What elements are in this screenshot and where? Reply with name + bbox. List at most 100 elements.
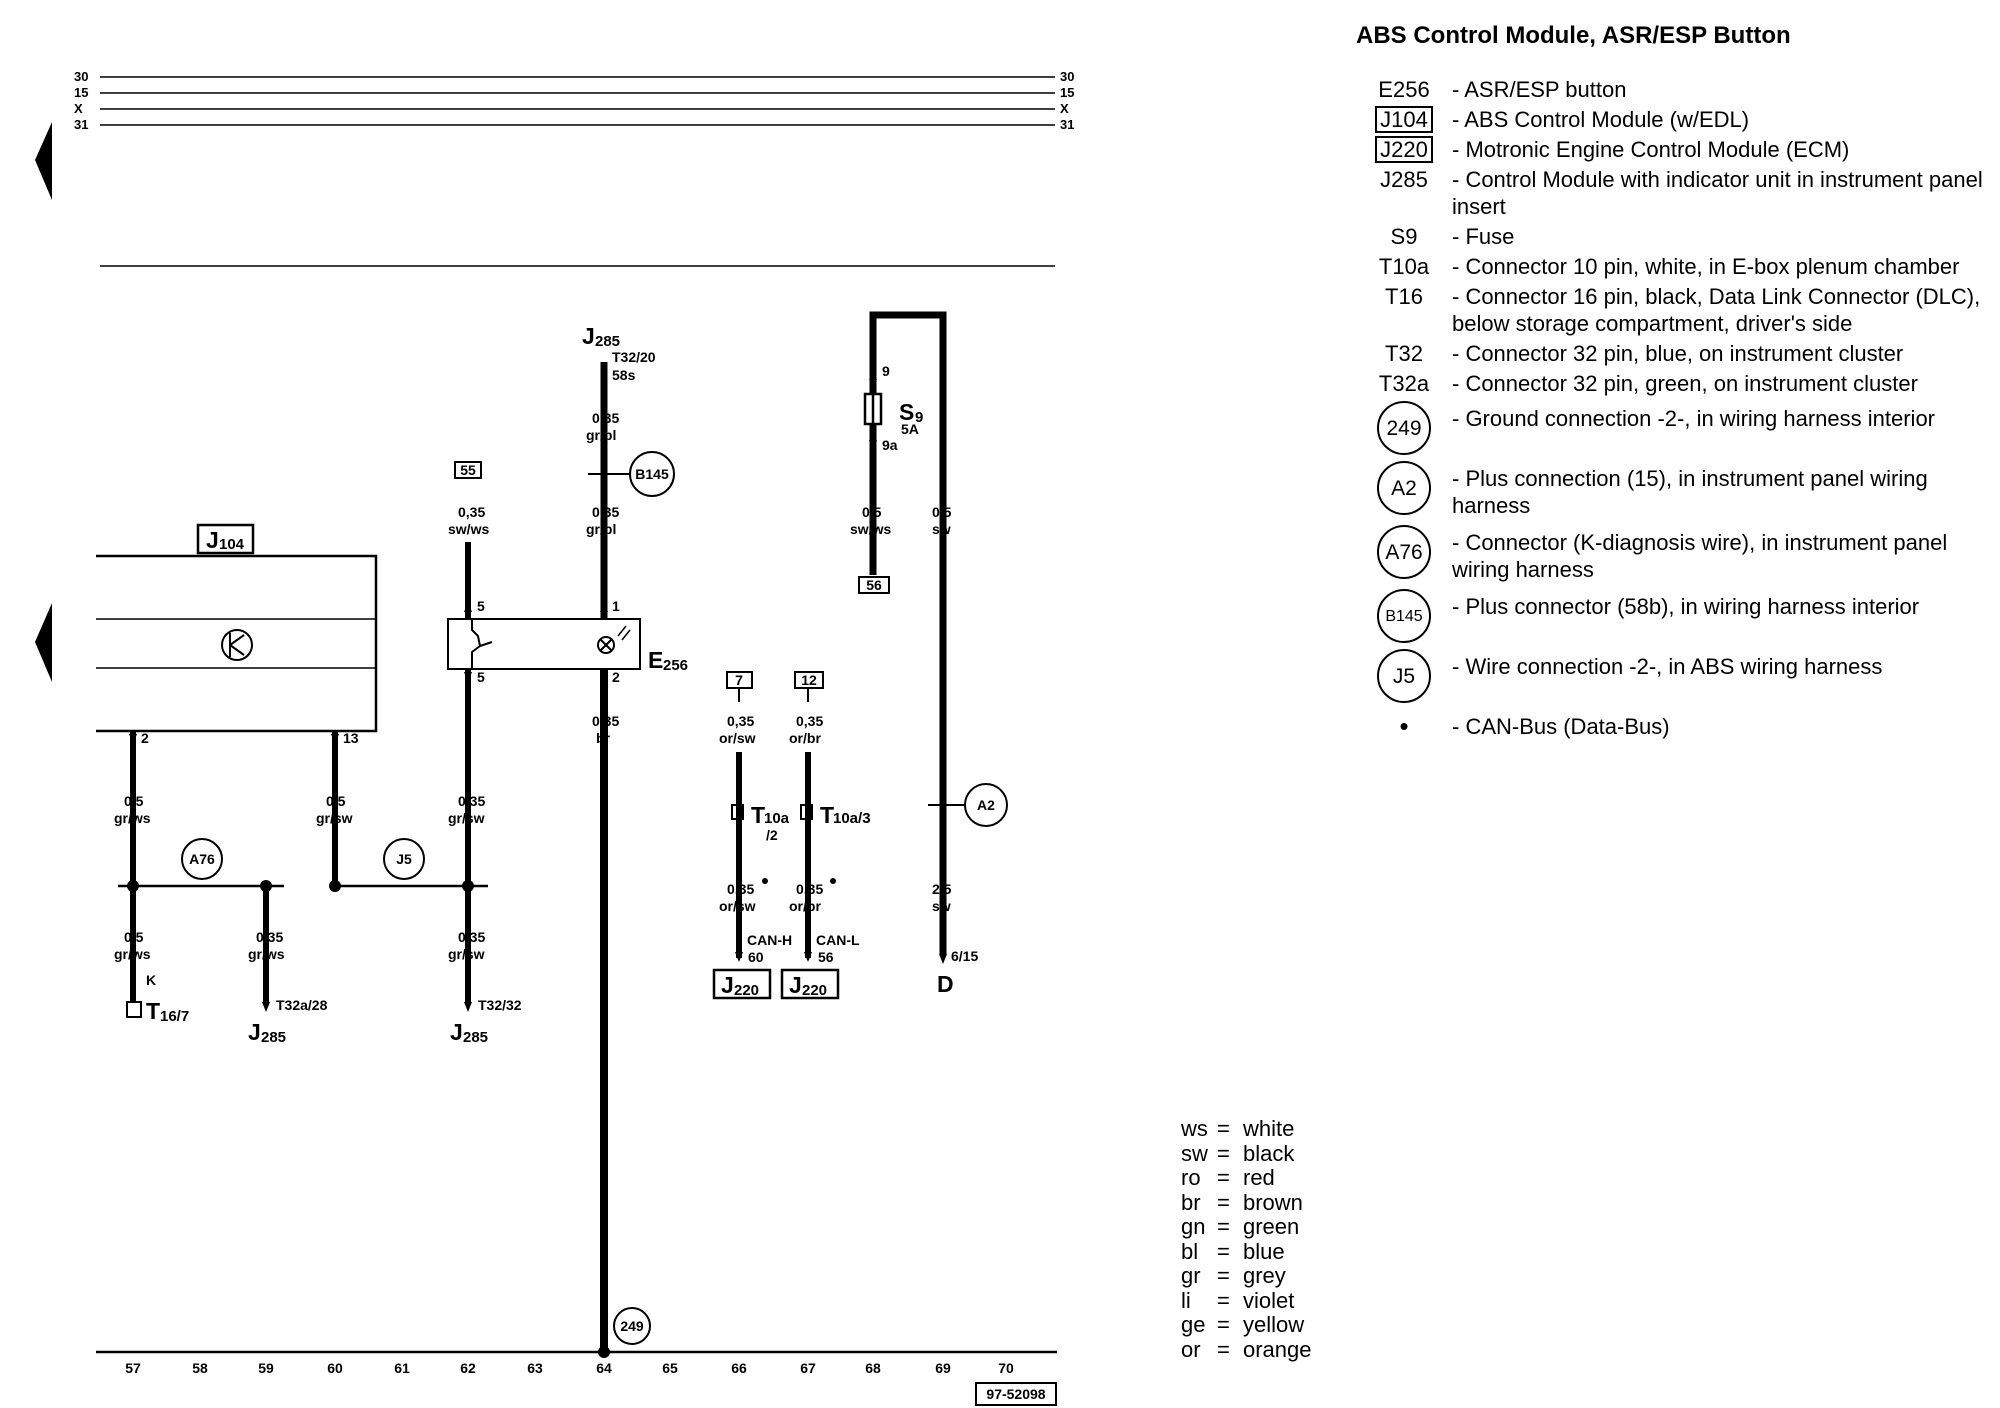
- svg-text:9: 9: [915, 409, 923, 426]
- svg-text:T32/32: T32/32: [478, 997, 522, 1013]
- svg-text:0,35: 0,35: [592, 410, 619, 426]
- legend-description: - Wire connection -2-, in ABS wiring har…: [1452, 654, 1883, 679]
- column-number: 57: [125, 1360, 141, 1376]
- color-name: orange: [1243, 1336, 1312, 1362]
- svg-text:9: 9: [882, 363, 890, 379]
- color-key-row: gr=grey: [1181, 1263, 1312, 1289]
- svg-text:7: 7: [735, 672, 743, 688]
- svg-text:2: 2: [612, 669, 620, 685]
- svg-text:A2: A2: [977, 797, 995, 813]
- equals-sign: =: [1217, 1238, 1230, 1264]
- svg-text:CAN-H: CAN-H: [747, 932, 792, 948]
- svg-text:D: D: [937, 971, 954, 997]
- legend-code-text: J5: [1377, 649, 1431, 703]
- svg-text:gr/ws: gr/ws: [114, 946, 151, 962]
- color-code: ge: [1181, 1312, 1206, 1337]
- column-number: 65: [662, 1360, 678, 1376]
- svg-text:10a/3: 10a/3: [833, 810, 871, 827]
- svg-text:J5: J5: [396, 851, 412, 867]
- svg-text:or/sw: or/sw: [719, 730, 756, 746]
- svg-text:sw/ws: sw/ws: [448, 521, 489, 537]
- svg-text:56: 56: [818, 949, 834, 965]
- legend-code-text: E256: [1378, 77, 1430, 102]
- legend-code-text: J285: [1380, 167, 1428, 192]
- svg-text:gr/sw: gr/sw: [448, 810, 485, 826]
- legend-item: T32- Connector 32 pin, blue, on instrume…: [1356, 340, 1986, 367]
- svg-text:0,35: 0,35: [727, 713, 754, 729]
- ref-number-box: [975, 1382, 1057, 1406]
- legend-description: - Motronic Engine Control Module (ECM): [1452, 137, 1850, 162]
- rail-label: 15: [1060, 85, 1074, 100]
- rail-label: X: [1060, 101, 1069, 116]
- svg-text:J: J: [248, 1019, 261, 1045]
- svg-text:10a: 10a: [764, 810, 790, 827]
- color-code: br: [1181, 1189, 1201, 1215]
- continuation-arrow-icon: [35, 122, 52, 200]
- column-number: 67: [800, 1360, 816, 1376]
- svg-text:5A: 5A: [901, 421, 919, 437]
- legend-code-text: 249: [1377, 401, 1431, 455]
- legend-code-text: T32a: [1378, 371, 1430, 396]
- color-code: gr: [1181, 1263, 1201, 1288]
- color-name: red: [1243, 1165, 1275, 1190]
- legend-description: - Ground connection -2-, in wiring harne…: [1452, 406, 1936, 431]
- color-key-row: bl=blue: [1181, 1238, 1312, 1265]
- component-legend: ABS Control Module, ASR/ESP Button E256-…: [1356, 22, 1986, 743]
- switch-icon: [471, 619, 482, 669]
- legend-item: T32a - Connector 32 pin, green, on instru…: [1356, 370, 1986, 397]
- a2-connection-icon: [964, 783, 1008, 827]
- legend-description: - Fuse: [1452, 224, 1515, 249]
- legend-code: A2: [1356, 461, 1452, 515]
- svg-text:0,35: 0,35: [592, 713, 619, 729]
- svg-text:220: 220: [734, 982, 759, 999]
- svg-text:J: J: [450, 1019, 463, 1045]
- legend-code-text: T16: [1385, 284, 1423, 309]
- svg-text:60: 60: [748, 949, 764, 965]
- color-name: green: [1243, 1214, 1300, 1239]
- column-number: 59: [258, 1360, 274, 1376]
- legend-item: •- CAN-Bus (Data-Bus): [1356, 713, 1986, 740]
- continuation-arrow-icon: [35, 603, 52, 682]
- connector-icon: [800, 804, 813, 820]
- color-key-row: li=violet: [1181, 1288, 1312, 1314]
- svg-text:gr/bl: gr/bl: [586, 427, 616, 443]
- legend-code-text: S9: [1390, 224, 1418, 249]
- svg-text:CAN-L: CAN-L: [816, 932, 860, 948]
- svg-text:T: T: [751, 802, 765, 828]
- color-name: black: [1243, 1140, 1295, 1166]
- legend-code: B145: [1356, 589, 1452, 643]
- color-key-row: ro=red: [1181, 1165, 1312, 1191]
- svg-text:249: 249: [620, 1318, 644, 1334]
- rail-label: 15: [74, 85, 88, 100]
- page-title: ABS Control Module, ASR/ESP Button: [1356, 22, 1791, 49]
- legend-item: J104- ABS Control Module (w/EDL): [1356, 106, 1986, 133]
- column-number: 62: [460, 1360, 476, 1376]
- svg-text:T: T: [820, 802, 834, 828]
- legend-description: - Connector 32 pin, green, on instrument…: [1452, 371, 1918, 396]
- svg-text:J: J: [206, 527, 219, 553]
- svg-text:sw: sw: [932, 521, 951, 537]
- legend-item: J285 - Control Module with indicator unit…: [1356, 166, 1986, 220]
- legend-item: J220- Motronic Engine Control Module (EC…: [1356, 136, 1986, 163]
- column-number: 68: [865, 1360, 881, 1376]
- legend-description: - Connector 32 pin, blue, on instrument …: [1452, 341, 1904, 366]
- svg-text:58s: 58s: [612, 367, 636, 383]
- svg-text:B145: B145: [635, 466, 669, 482]
- pin-arrows: [129, 370, 947, 1012]
- can-bus-dot: [830, 878, 836, 884]
- color-key-row: or=orange: [1181, 1336, 1312, 1363]
- svg-text:gr/ws: gr/ws: [114, 810, 151, 826]
- svg-text:0,5: 0,5: [124, 929, 144, 945]
- svg-text:0,35: 0,35: [796, 713, 823, 729]
- legend-code: T32a: [1356, 370, 1452, 397]
- legend-code: E256: [1356, 76, 1452, 103]
- svg-text:56: 56: [866, 577, 882, 593]
- legend-description: - Connector (K-diagnosis wire), in instr…: [1452, 530, 1948, 582]
- svg-text:0,5: 0,5: [124, 793, 144, 809]
- legend-description: - Control Module with indicator unit in …: [1452, 167, 1983, 219]
- color-name: yellow: [1243, 1312, 1305, 1337]
- svg-text:0,35: 0,35: [796, 881, 823, 897]
- svg-text:0,35: 0,35: [458, 504, 485, 520]
